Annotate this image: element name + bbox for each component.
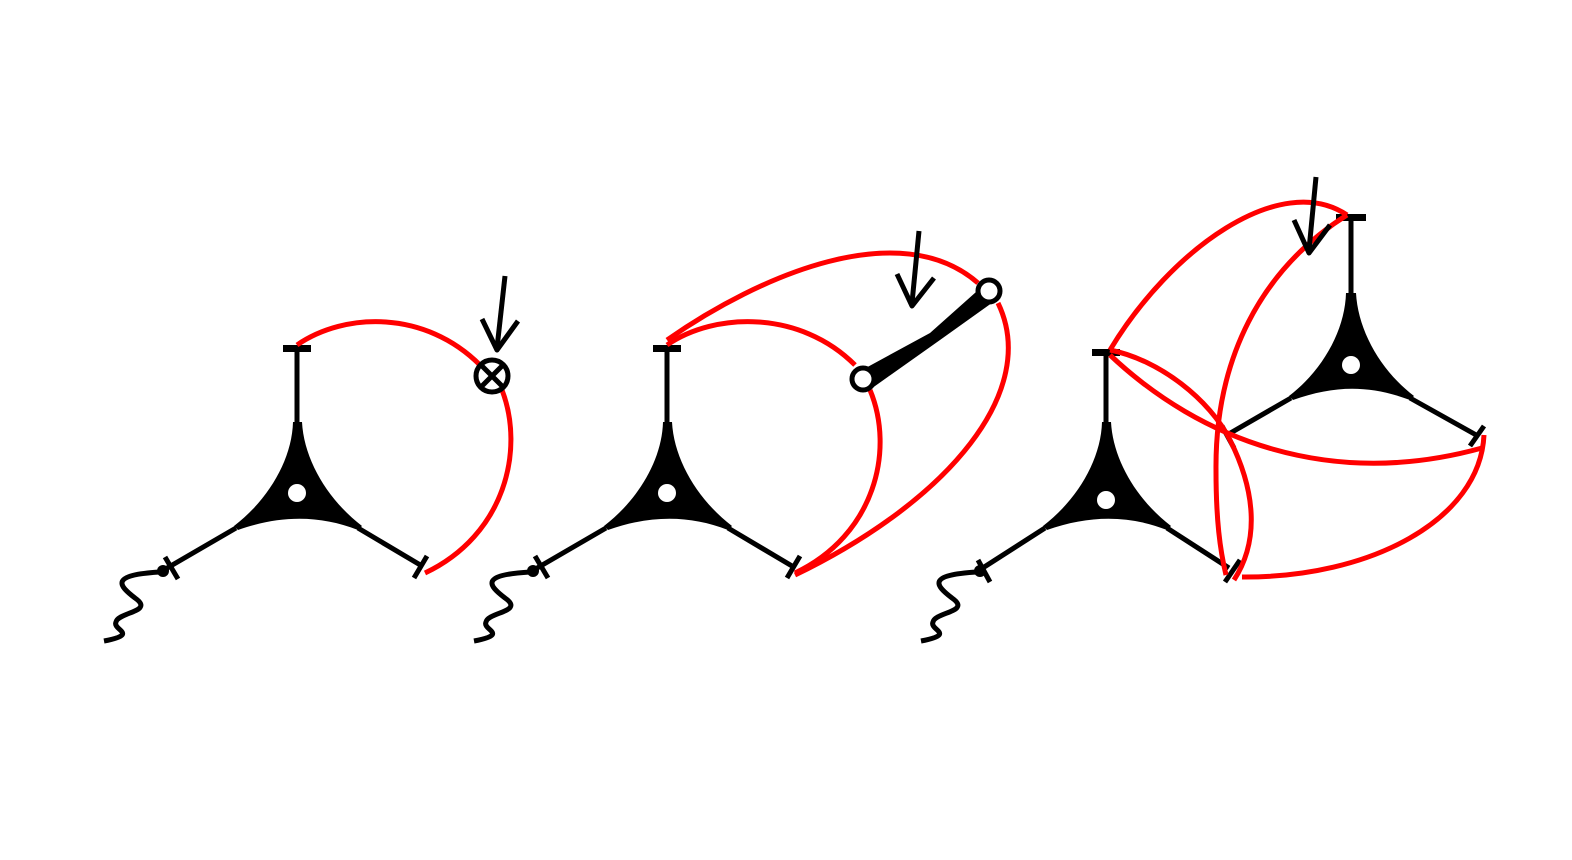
vertex-dot-right [1342,356,1360,374]
vertex-dot [658,484,676,502]
leg-left-tick [162,555,181,581]
diagram-1 [103,275,521,644]
red-outer-loop [665,250,980,343]
red-arc-inner [1109,347,1254,582]
vertex-body-right [1289,293,1414,400]
red-loop-lower [423,389,514,576]
red-inner-loop [665,319,857,367]
leg-right-tick-right-vertex [1467,424,1487,448]
wedge-propagator [862,284,996,391]
leg-left [976,525,1047,574]
leg-right-tick [411,554,430,580]
arrow-head [1291,218,1332,256]
leg-right [726,525,794,569]
diagram-3 [920,176,1487,644]
leg-left-right-vertex [1225,395,1293,438]
arrow-head [479,317,521,353]
wavy-leg [473,569,531,644]
vertex-body [234,422,362,530]
leg-left [160,525,238,574]
arrow-shaft [909,230,922,304]
vertex-dot [288,484,306,502]
red-arc-cross [1108,353,1483,466]
wavy-leg [920,569,978,644]
cross-line-b [480,364,504,388]
wavy-leg [103,569,161,644]
leg-right-right-vertex [1408,395,1480,439]
leg-right-tick [784,554,803,580]
red-inner-loop-lower [793,389,883,576]
red-loop [295,319,482,367]
leg-left [530,525,608,574]
leg-right-left-vertex [1165,525,1231,571]
leg-left-tick [532,554,551,580]
vertex-body-left [1043,422,1171,530]
open-circle-upper [975,277,1003,305]
vertex-dot-left [1097,491,1115,509]
stem-cap [653,345,681,352]
red-arc-bottom [1241,434,1487,580]
red-arc-top [1107,199,1349,352]
arrow-head [894,272,936,309]
leg-right-tick-left-vertex [1222,558,1243,584]
arrow-shaft [494,275,508,349]
leg-right [356,525,424,569]
stem-cap [283,345,311,352]
red-arc-long [1213,212,1349,576]
open-circle-lower [849,365,877,393]
diagram-2 [473,230,1011,644]
vertex-body [604,422,732,530]
arrow-shaft [1306,176,1319,251]
red-outer-loop-lower [793,301,1011,578]
